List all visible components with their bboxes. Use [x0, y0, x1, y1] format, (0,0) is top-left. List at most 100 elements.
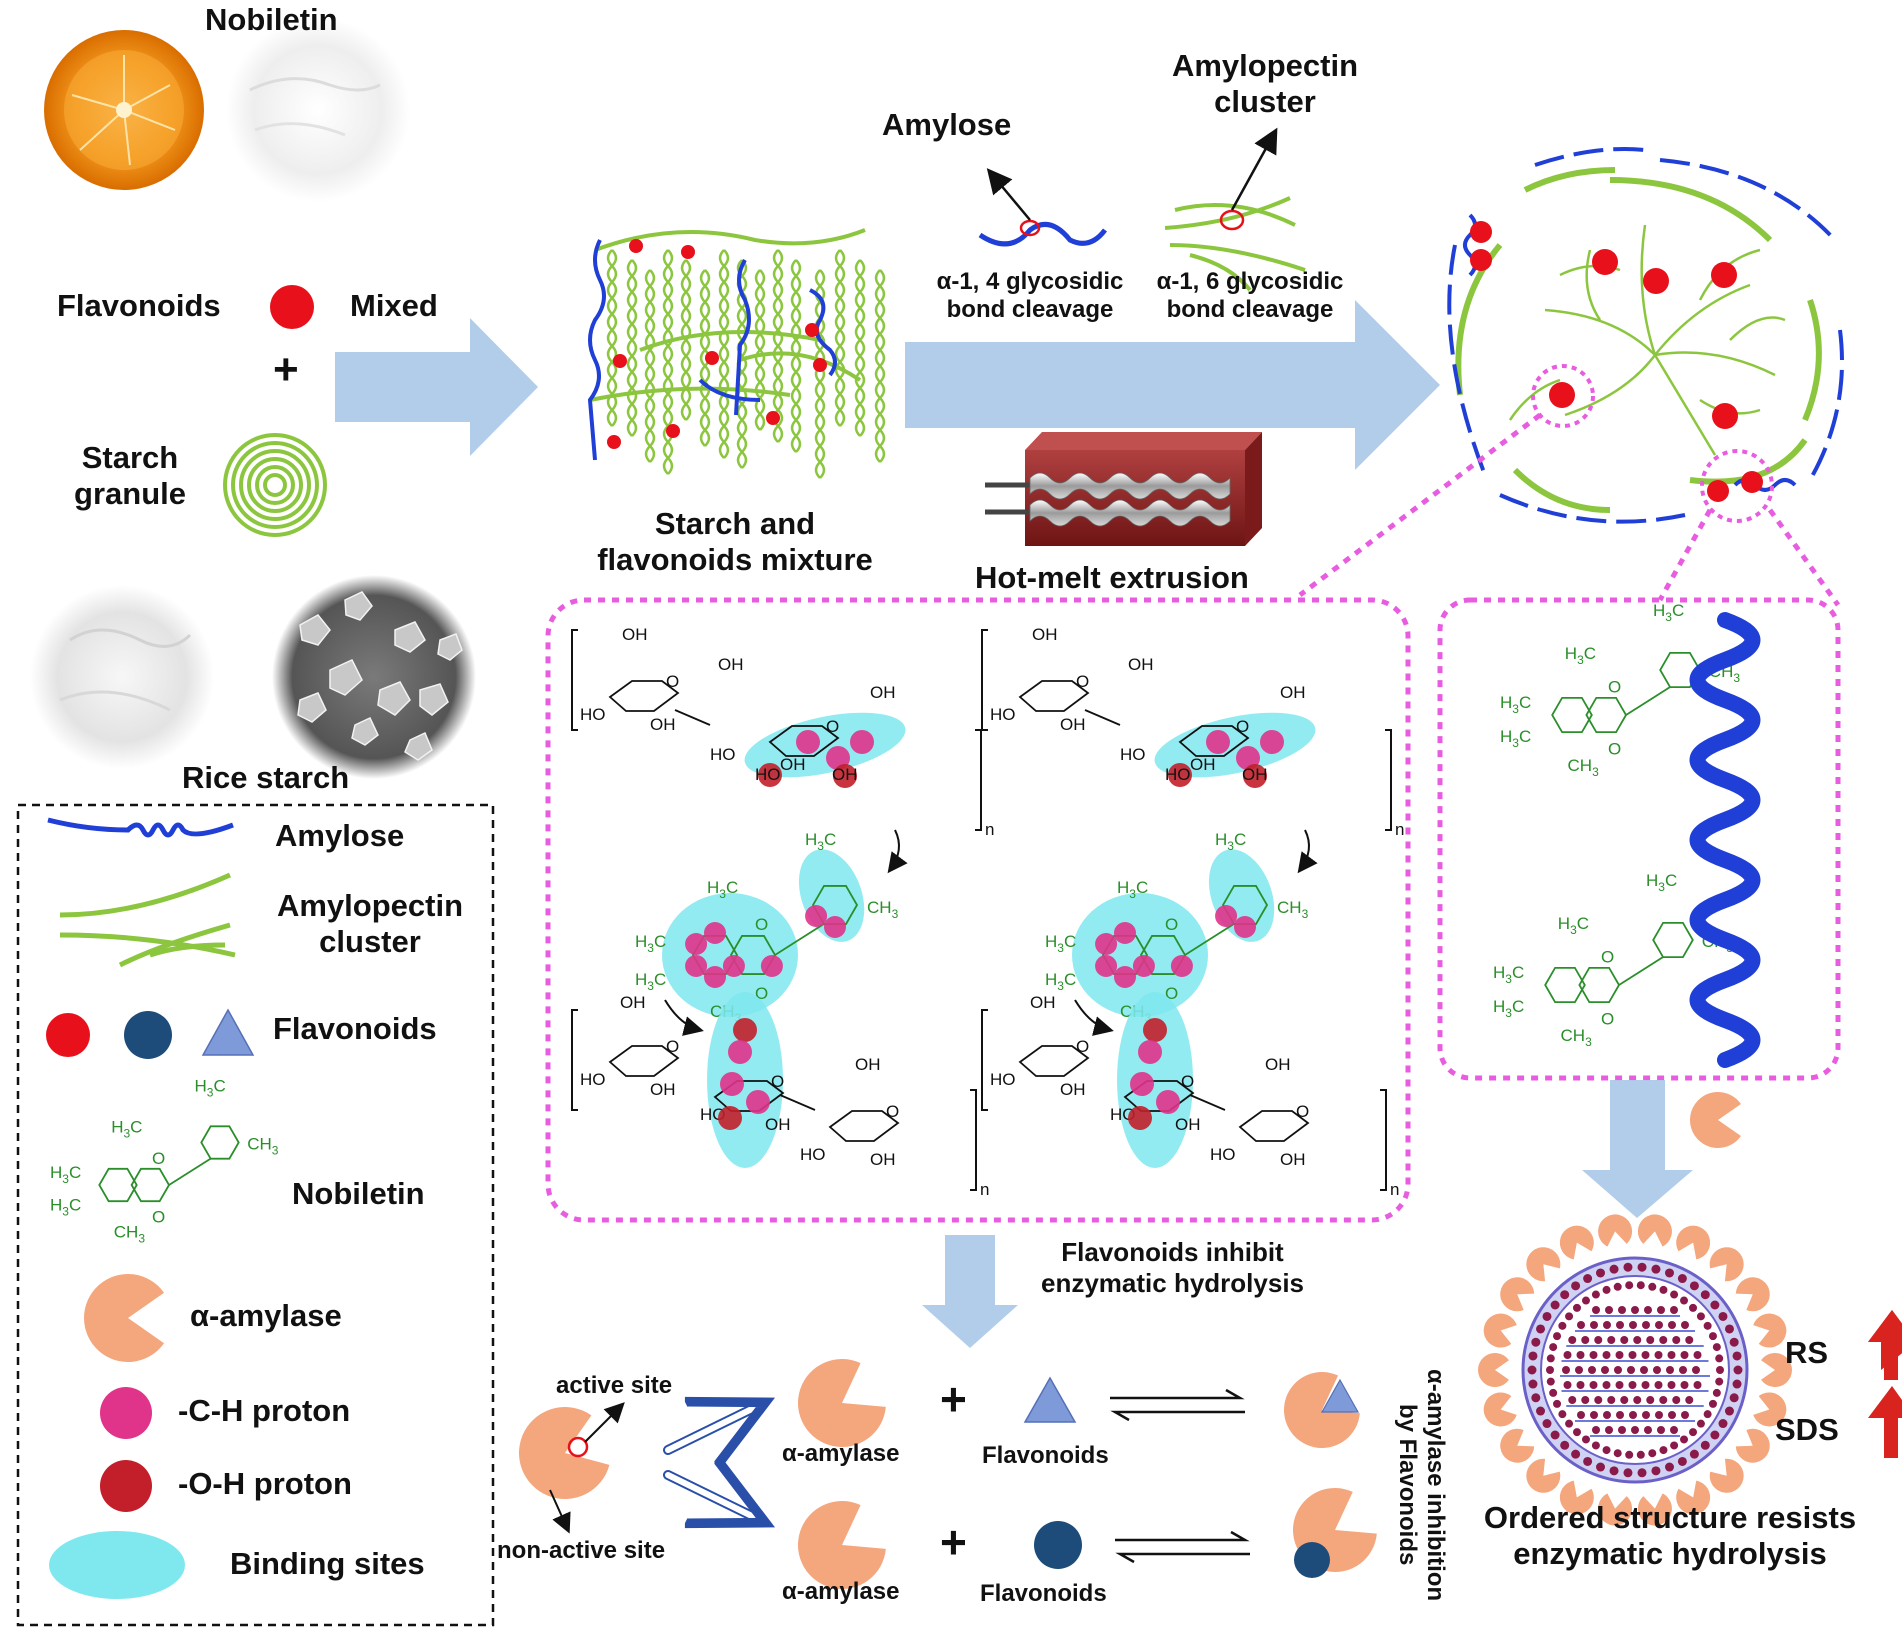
flavonoid-bead: [1664, 1268, 1674, 1278]
flavonoid-bead: [1562, 1366, 1570, 1374]
ch-proton: [1114, 922, 1136, 944]
flavonoid-bead: [1689, 1449, 1699, 1459]
surrounding-amylase: [1709, 1458, 1744, 1493]
equilibrium-forward: [1115, 1530, 1250, 1542]
amylase-icon: [519, 1407, 610, 1499]
surrounding-amylase: [1500, 1277, 1535, 1312]
ch-proton: [1170, 955, 1193, 977]
ring-oxygen: O: [1076, 1037, 1089, 1056]
glucose-ring: [1238, 1110, 1310, 1142]
flavonoid-bead: [1577, 1321, 1585, 1329]
bracket-left: [571, 1009, 578, 1111]
starch-granule-icon: [223, 433, 327, 537]
flavonoid-bead: [1729, 1337, 1739, 1347]
ch-proton: [1156, 1090, 1180, 1114]
non-active-site-label: non-active site: [497, 1537, 666, 1564]
methoxy-label: H3C: [1500, 727, 1531, 750]
legend-binding-site-icon: [49, 1531, 185, 1599]
flavonoid-bead: [1553, 1399, 1562, 1408]
oh-label: OH: [650, 1080, 676, 1099]
methoxy-label: H3C: [635, 970, 666, 993]
flavonoid-bead: [1718, 1419, 1728, 1429]
flavonoid-bead: [1563, 1381, 1572, 1389]
amylopectin-helix: [814, 269, 822, 479]
ch-proton: [704, 922, 726, 944]
flavonoid-bead: [1648, 1449, 1657, 1458]
bracket-right: [975, 729, 982, 831]
flavone-ring-b: [1652, 921, 1694, 959]
ring-oxygen: O: [666, 1037, 679, 1056]
legend-amylopectin-icon: [59, 872, 236, 968]
flavone-bond: [168, 1157, 212, 1186]
inhibit-down-arrow: [922, 1235, 1018, 1348]
oh-label: OH: [765, 1115, 791, 1134]
methoxy-label: H3C: [1558, 914, 1589, 937]
flavone-ring-a: [98, 1167, 138, 1203]
ch-proton: [1206, 730, 1230, 754]
oh-label: OH: [832, 765, 858, 784]
methoxy-label: H3C: [111, 1117, 142, 1140]
flavone-bond: [1625, 686, 1671, 716]
flavonoid-bead: [1641, 1381, 1650, 1389]
amylopectin-helix: [874, 269, 882, 463]
flavonoid-bead: [1528, 1351, 1538, 1361]
flavonoid-bead: [1568, 1396, 1577, 1404]
oh-label: OH: [622, 625, 648, 644]
flavonoid-bead: [1602, 1351, 1611, 1359]
flavonoid-bead: [1708, 1399, 1717, 1408]
flavonoid-bead: [1558, 1410, 1567, 1419]
oh-label: OH: [1280, 683, 1306, 702]
oh-label: OH: [1190, 755, 1216, 774]
methoxy-label: H3C: [1646, 871, 1677, 894]
oh-label: OH: [1030, 993, 1056, 1012]
methoxy-label: H3C: [195, 1077, 226, 1100]
carbonyl-oxygen: O: [1608, 740, 1621, 759]
interaction-arrow: [887, 829, 908, 874]
oh-label: OH: [650, 715, 676, 734]
flavonoid-bead: [1666, 1366, 1674, 1374]
flavonoid-bead: [1680, 1381, 1689, 1389]
interaction-chemistry: nOOHOHHOOHOOHHOOHHOOHOOH3CH3CH3CCH3H3CCH…: [571, 625, 1404, 1199]
ho-label: HO: [755, 765, 781, 784]
flavone-bond: [774, 923, 825, 956]
amylose-helix: [1689, 612, 1761, 1068]
flavonoid-bead: [1591, 1441, 1600, 1450]
repeat-n: n: [1395, 820, 1404, 839]
flavonoid-bead: [1590, 1411, 1598, 1419]
amylopectin-helix: [854, 259, 862, 437]
flavonoid-bead: [1633, 1336, 1642, 1344]
flavonoid-bead: [1558, 1321, 1567, 1330]
surrounding-amylase: [1637, 1214, 1672, 1247]
flavonoid-bead: [1568, 1336, 1577, 1344]
oh-proton: [1143, 1018, 1167, 1042]
amylopectin-helix: [610, 249, 618, 427]
flavone-ring-a: [691, 935, 739, 975]
ch-proton: [1132, 955, 1155, 977]
surrounding-amylase: [1483, 1313, 1517, 1348]
bound-flavonoid-navy: [1294, 1542, 1330, 1578]
ring-oxygen: O: [666, 672, 679, 691]
flavonoid-bead: [1655, 1321, 1663, 1329]
surrounding-amylase: [1676, 1225, 1711, 1260]
methoxy-label: H3C: [50, 1163, 81, 1186]
flavonoid-bead: [1659, 1396, 1668, 1404]
flavonoid-bead: [1672, 1336, 1681, 1344]
flavonoids-label-bottom: Flavonoids: [980, 1580, 1107, 1607]
flavonoid-bead: [1654, 1351, 1663, 1359]
amylopectin-helix: [754, 269, 762, 431]
starch-mixture-diagram: [587, 228, 886, 479]
flavonoid-bead: [1594, 1336, 1603, 1344]
flavonoid-bead: [1680, 1435, 1689, 1444]
ch-proton: [704, 966, 726, 988]
surrounding-amylase: [1477, 1353, 1509, 1387]
interaction-arrow: [1074, 999, 1114, 1036]
legend-box: [16, 803, 495, 1627]
ch-proton: [1236, 746, 1260, 770]
ch-proton: [760, 955, 783, 977]
oh-label: OH: [1175, 1115, 1201, 1134]
flavonoids-label-top: Flavonoids: [982, 1442, 1109, 1469]
surrounding-amylase: [1761, 1353, 1792, 1387]
